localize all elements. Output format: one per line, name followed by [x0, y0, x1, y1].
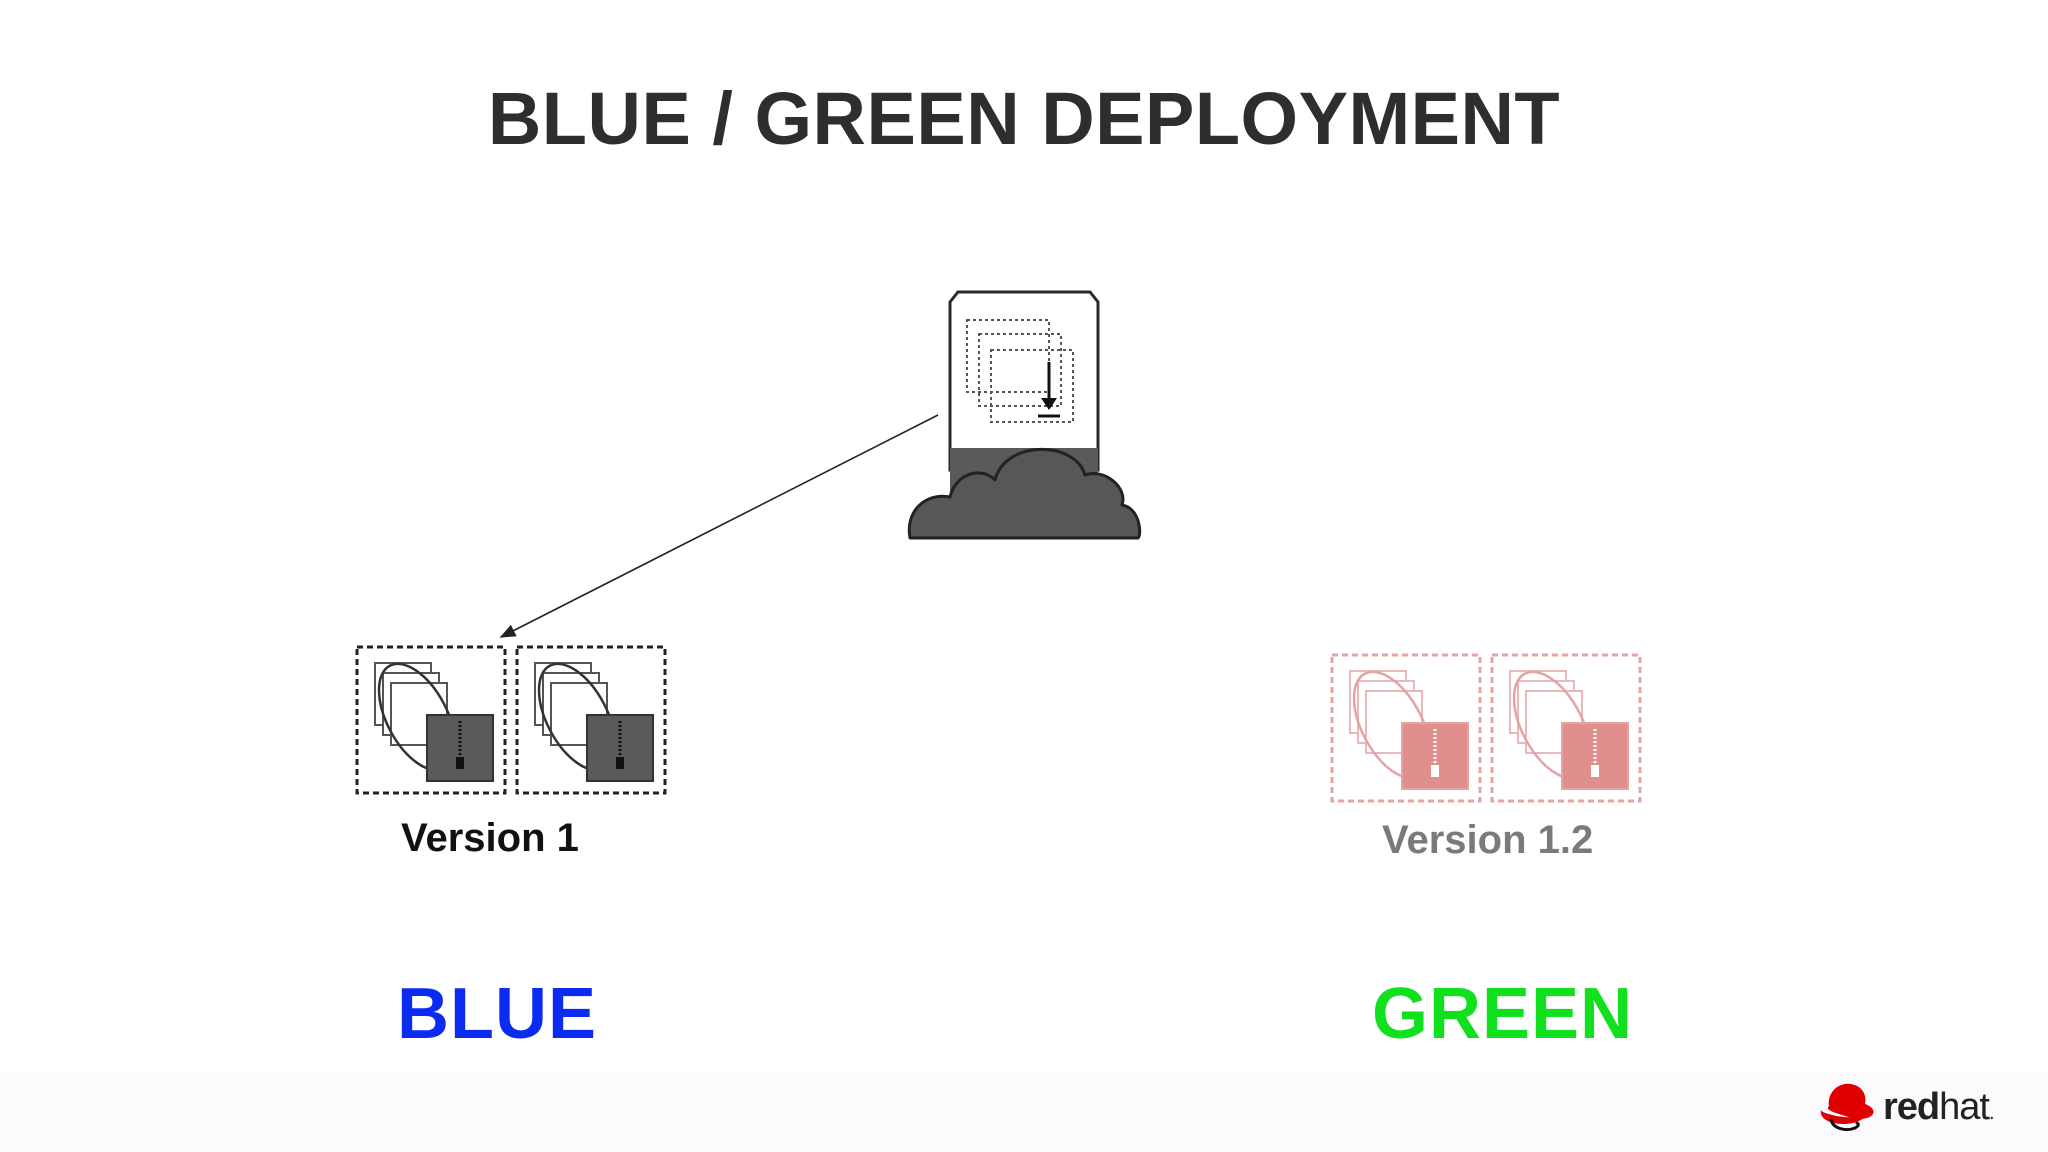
brand-name-bold: red [1883, 1086, 1940, 1128]
footer-band [0, 1072, 2048, 1152]
green-instance-box-1 [1330, 653, 1482, 803]
traffic-arrow [499, 414, 939, 638]
redhat-logo: redhat. [1815, 1078, 2015, 1138]
brand-name-light: hat [1939, 1086, 1990, 1128]
redhat-shadowman-icon [1820, 1083, 1874, 1132]
cloud-router-icon [907, 290, 1142, 540]
green-version-label: Version 1.2 [1382, 818, 1594, 862]
blue-version-label: Version 1 [401, 816, 579, 860]
redhat-wordmark: redhat. [1883, 1086, 1994, 1129]
brand-mark: . [1988, 1102, 1994, 1124]
blue-environment-label: BLUE [397, 974, 597, 1054]
blue-instance-box-1 [355, 645, 507, 795]
slide-title: BLUE / GREEN DEPLOYMENT [487, 77, 1561, 160]
green-instance-box-2 [1490, 653, 1642, 803]
green-environment-label: GREEN [1372, 974, 1634, 1054]
blue-instance-box-2 [515, 645, 667, 795]
